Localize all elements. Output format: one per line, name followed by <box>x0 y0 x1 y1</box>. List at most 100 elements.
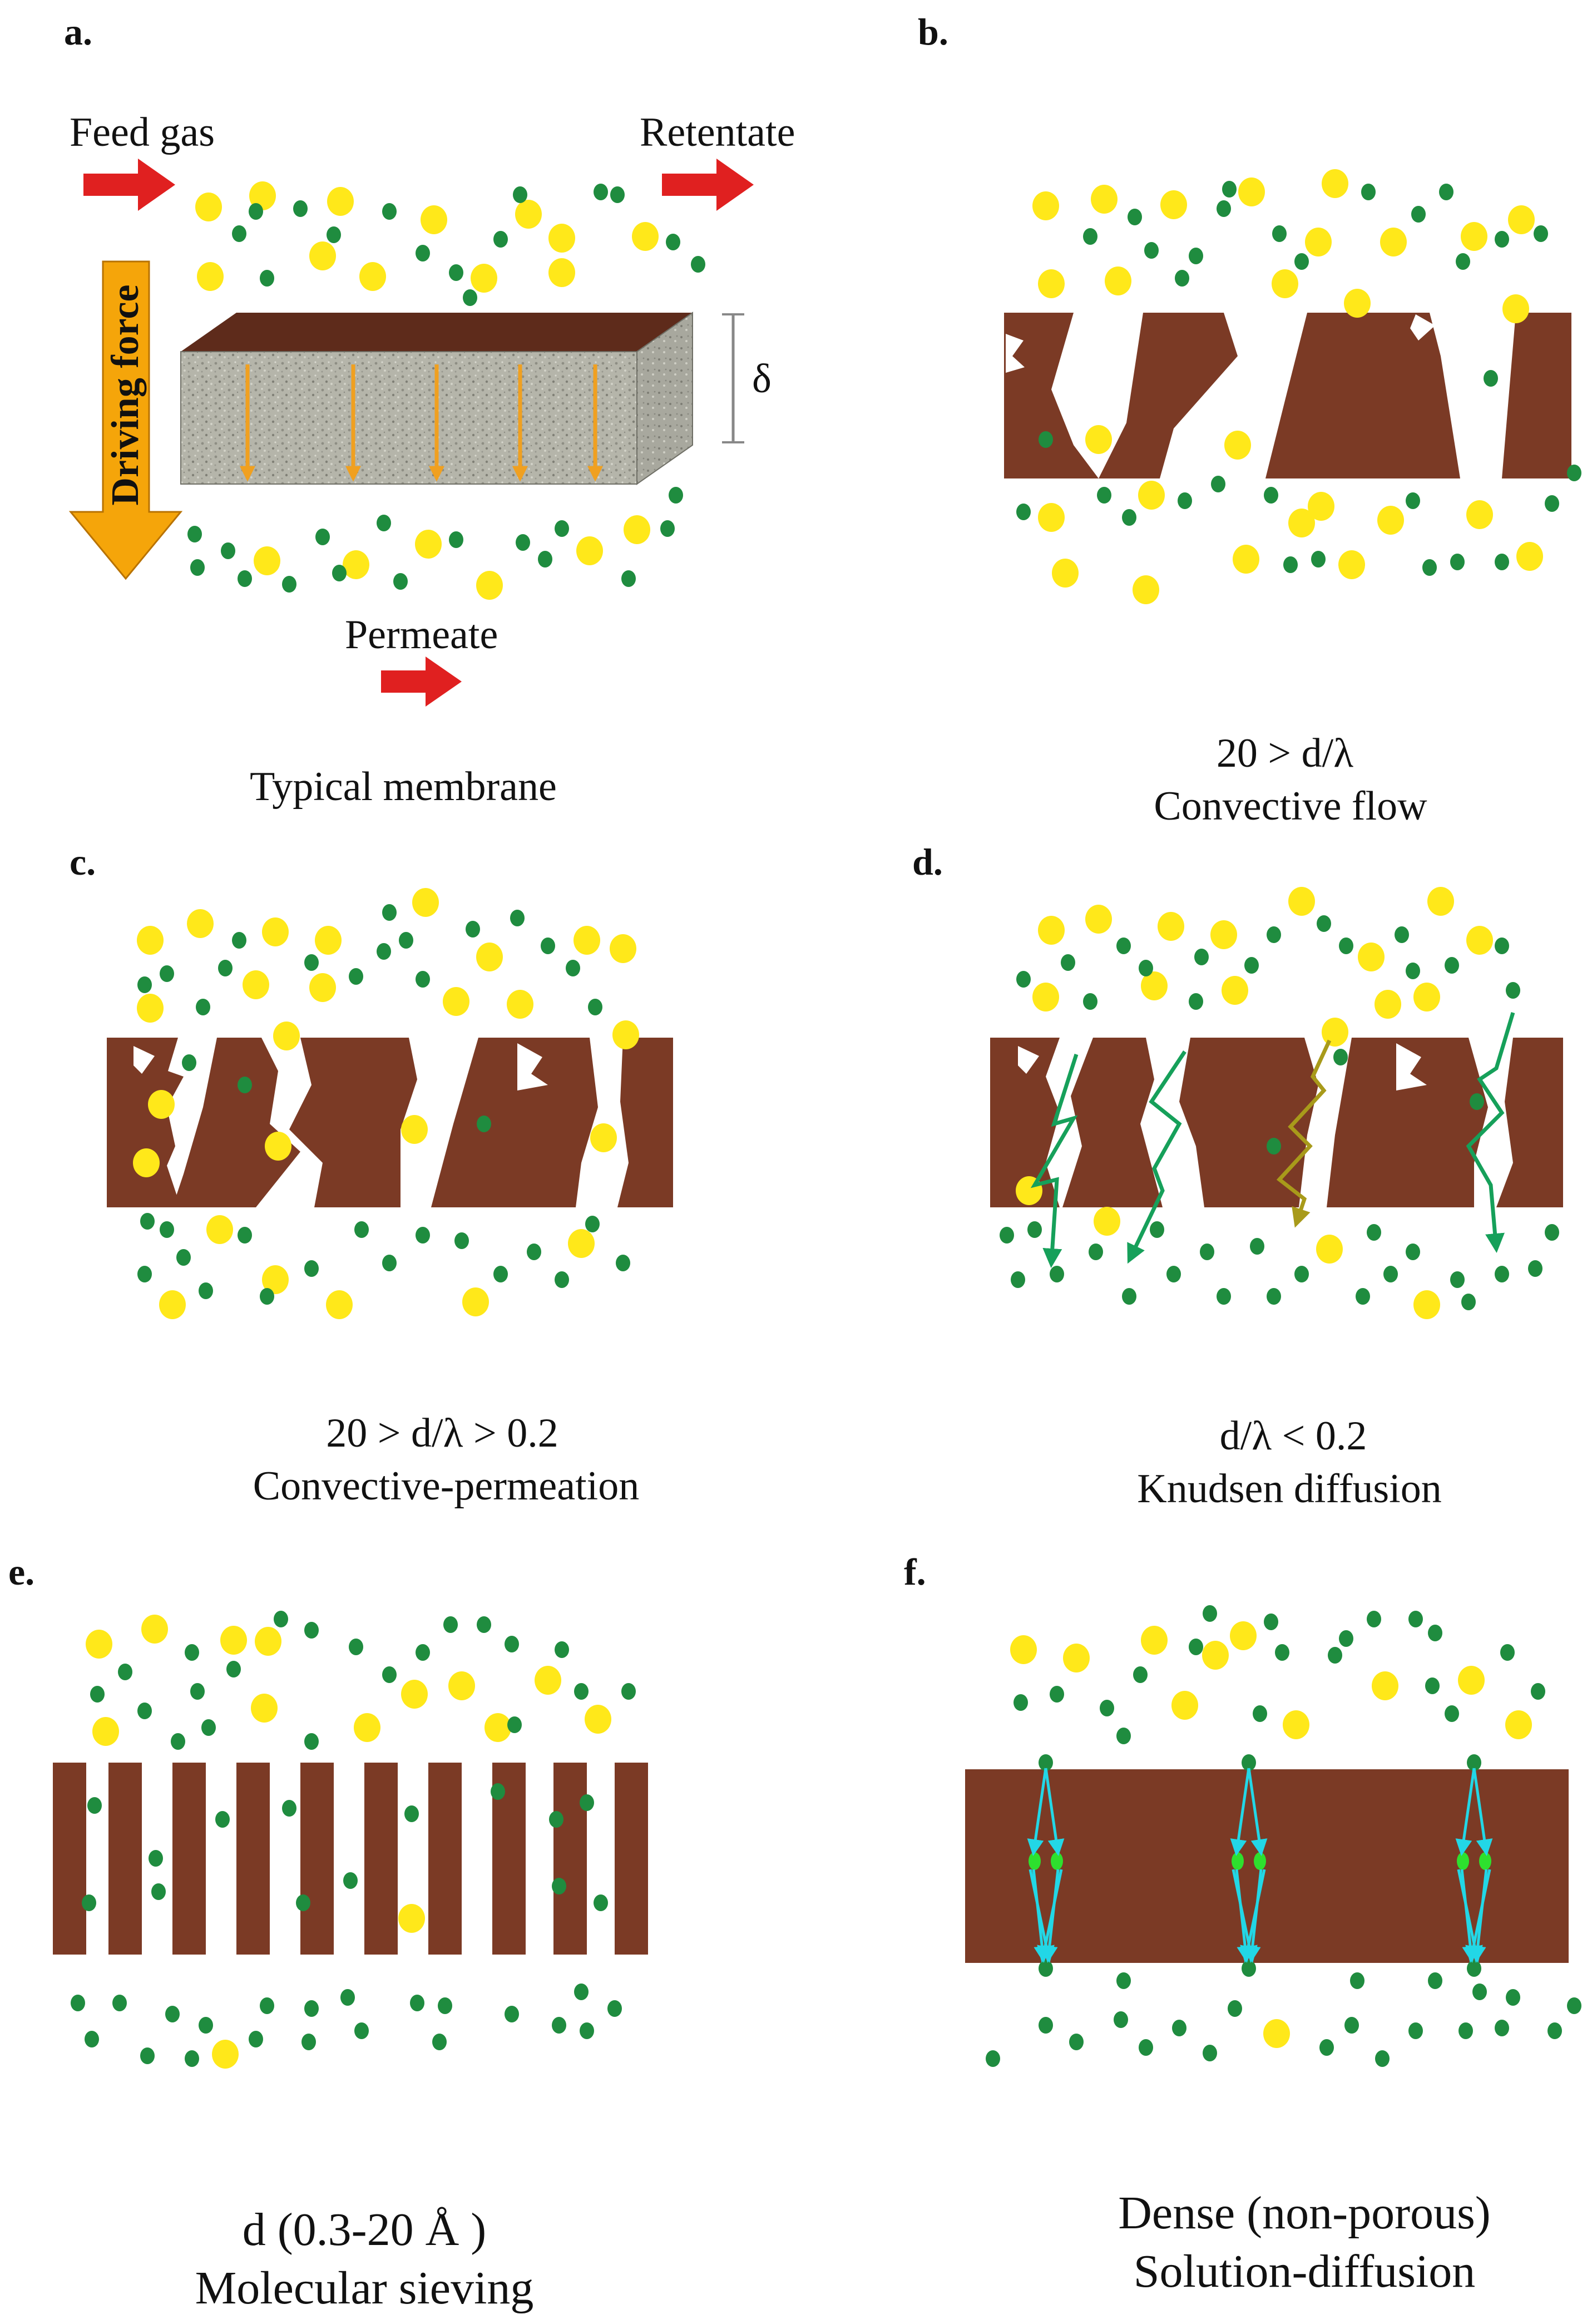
small-molecule <box>382 1666 397 1683</box>
small-molecule <box>1339 1630 1353 1647</box>
membrane <box>1327 1038 1488 1207</box>
large-molecule <box>610 934 636 963</box>
large-molecule <box>359 262 386 291</box>
small-molecule <box>382 203 397 220</box>
permeate-label: Permeate <box>345 612 498 658</box>
small-molecule <box>552 2017 566 2034</box>
small-molecule <box>1467 1754 1481 1771</box>
large-molecule <box>573 926 600 955</box>
small-molecule <box>304 1260 319 1277</box>
small-molecule <box>477 1116 491 1132</box>
large-molecule <box>148 1090 175 1119</box>
small-molecule <box>1495 2020 1509 2036</box>
small-molecule <box>1311 551 1326 568</box>
small-molecule <box>1244 957 1259 974</box>
small-molecule <box>1545 495 1559 512</box>
small-molecule <box>1061 954 1075 971</box>
small-molecule <box>574 1683 589 1700</box>
panel-f-molecules <box>986 1605 1581 2067</box>
small-molecule <box>1116 938 1131 954</box>
large-molecule <box>471 264 497 293</box>
membrane <box>1099 313 1238 478</box>
small-molecule <box>1013 1694 1028 1711</box>
panel-label-c: c. <box>70 841 96 883</box>
panel-b-convective-flow <box>1004 169 1581 604</box>
small-molecule <box>1089 1244 1103 1260</box>
feed-gas-arrow <box>83 159 175 211</box>
large-molecule <box>251 1694 278 1723</box>
small-molecule <box>691 256 705 273</box>
sieve-bar <box>553 1763 587 1955</box>
small-molecule <box>349 1639 363 1655</box>
large-molecule <box>1516 542 1543 571</box>
pore-flux-arrows <box>240 364 603 482</box>
panel-a-molecules <box>187 181 705 600</box>
small-molecule <box>1122 509 1136 526</box>
large-molecule <box>1377 506 1404 535</box>
large-molecule <box>1141 1626 1168 1655</box>
membrane <box>1179 1038 1318 1207</box>
small-molecule <box>140 1213 155 1230</box>
large-molecule <box>515 200 542 229</box>
retentate-arrow <box>662 159 754 211</box>
small-molecule <box>594 1894 608 1911</box>
small-molecule <box>1100 1700 1114 1716</box>
small-molecule <box>1406 1244 1420 1260</box>
membrane <box>172 1038 300 1207</box>
large-molecule <box>1052 559 1079 588</box>
small-molecule <box>332 565 347 581</box>
small-molecule <box>1272 225 1287 242</box>
large-molecule <box>262 917 289 946</box>
small-molecule <box>1439 184 1453 200</box>
large-molecule <box>1032 191 1059 220</box>
knudsen-path-large-molecule <box>1276 1039 1332 1228</box>
small-molecule <box>1039 1754 1053 1771</box>
small-molecule <box>1211 476 1225 492</box>
large-molecule <box>1038 503 1065 532</box>
retentate-label: Retentate <box>640 110 795 155</box>
small-molecule <box>1500 1644 1515 1661</box>
small-molecule <box>1128 209 1142 225</box>
large-molecule <box>401 1115 428 1144</box>
small-molecule <box>1317 915 1331 932</box>
small-molecule <box>505 2006 519 2022</box>
small-molecule <box>449 264 463 281</box>
small-molecule <box>1361 184 1376 200</box>
large-molecule <box>86 1630 112 1659</box>
small-molecule <box>226 1661 241 1677</box>
dissolved-molecule <box>1051 1852 1063 1870</box>
membrane <box>1265 313 1460 478</box>
small-molecule <box>260 270 274 287</box>
small-molecule <box>232 225 246 242</box>
large-molecule <box>576 536 603 565</box>
large-molecule <box>1283 1710 1309 1739</box>
solution-diffusion-arrow <box>1230 1768 1250 1856</box>
pore-wall-fragment <box>1006 334 1025 373</box>
small-molecule <box>1411 206 1426 223</box>
large-molecule <box>1141 971 1168 1000</box>
small-molecule <box>171 1733 185 1750</box>
small-molecule <box>85 2031 99 2047</box>
small-molecule <box>187 526 202 542</box>
small-molecule <box>1178 492 1192 509</box>
small-molecule <box>660 520 675 537</box>
small-molecule <box>1406 492 1420 509</box>
small-molecule <box>304 2000 319 2017</box>
small-molecule <box>585 1216 600 1232</box>
small-molecule <box>1242 1754 1256 1771</box>
sieve-bar <box>428 1763 462 1955</box>
panel-d-molecules <box>1000 887 1559 1319</box>
small-molecule <box>1367 1224 1381 1241</box>
large-molecule <box>1322 169 1348 198</box>
large-molecule <box>1380 228 1407 256</box>
small-molecule <box>215 1811 230 1828</box>
large-molecule <box>1158 912 1184 941</box>
small-molecule <box>249 2031 263 2047</box>
small-molecule <box>1425 1677 1440 1694</box>
large-molecule <box>262 1265 289 1294</box>
small-molecule <box>304 1622 319 1639</box>
caption-e-line-1: d (0.3-20 Å ) <box>243 2204 487 2256</box>
small-molecule <box>1283 556 1298 573</box>
pore-wall-fragment <box>1410 314 1435 341</box>
small-molecule <box>1172 2020 1186 2036</box>
